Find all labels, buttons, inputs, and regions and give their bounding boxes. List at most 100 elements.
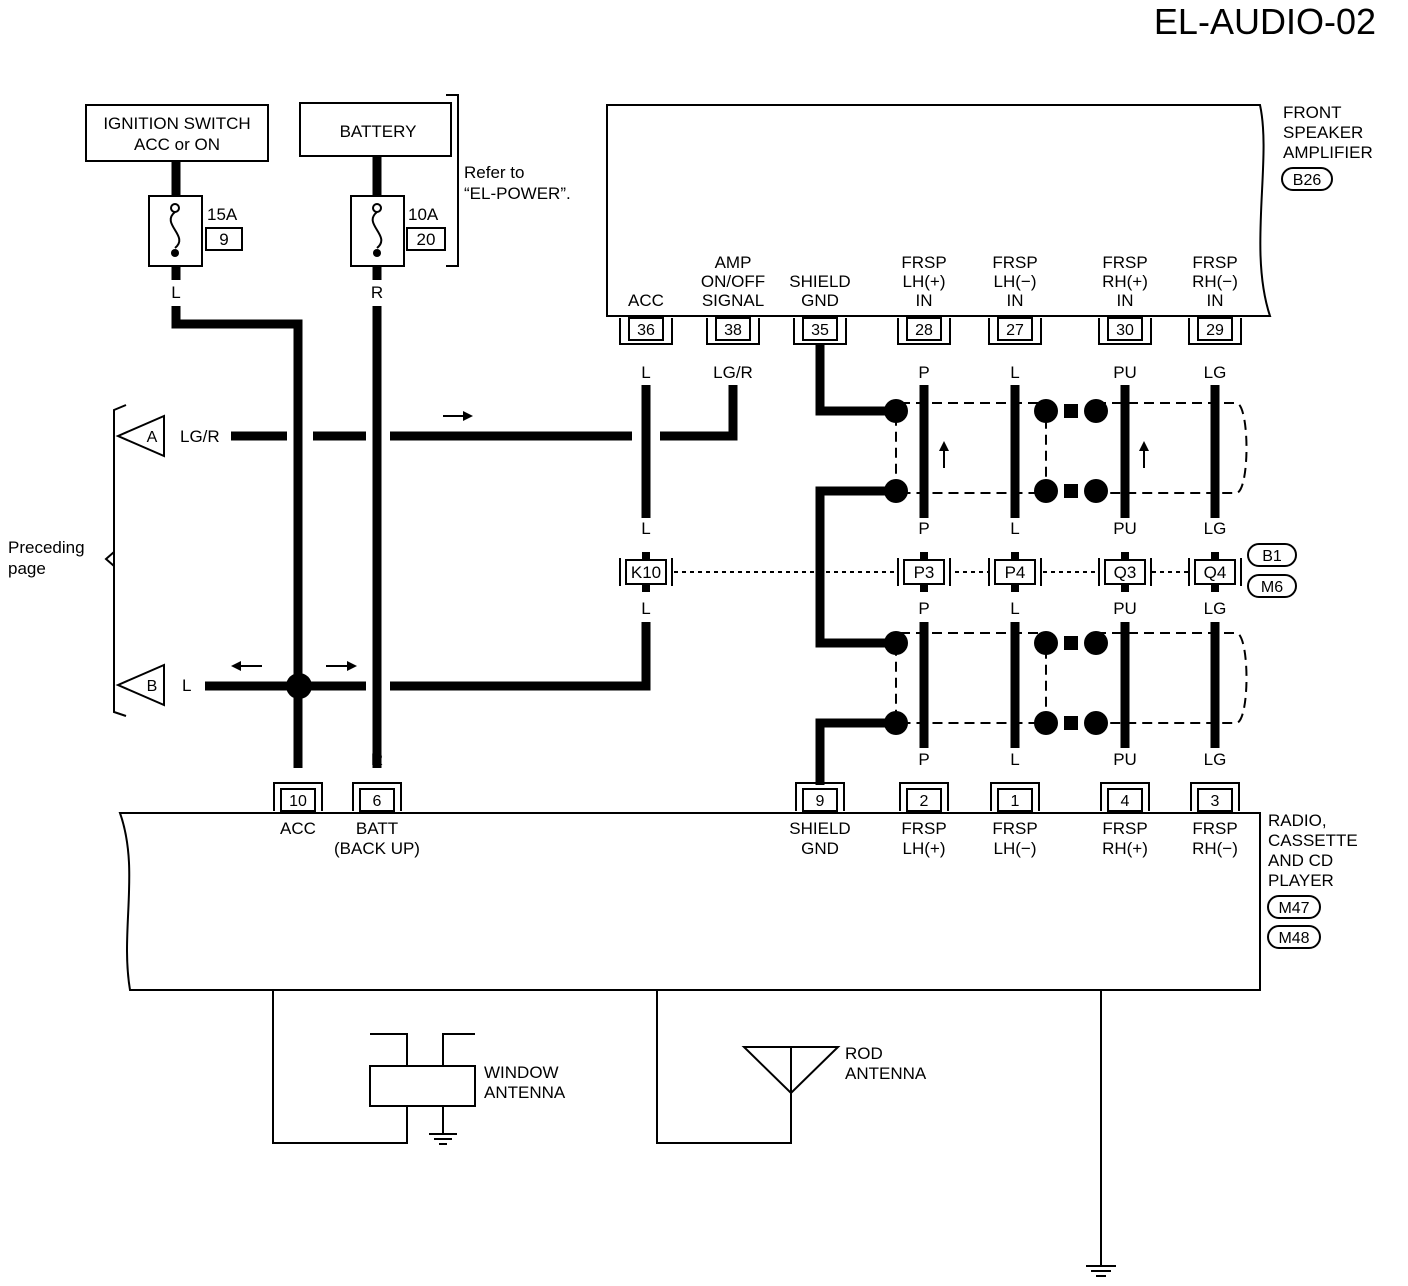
amp-terminal-name: LH(−) — [994, 272, 1037, 291]
shield-upper-lh — [895, 402, 1047, 494]
ignition-switch-mode: ACC or ON — [134, 135, 220, 154]
radio-terminal-name: FRSP — [1192, 819, 1237, 838]
amp-terminal-name: RH(−) — [1192, 272, 1238, 291]
joint-upper-wire-color: PU — [1113, 519, 1137, 538]
radio-terminal-name: BATT — [356, 819, 398, 838]
radio-terminal-name: SHIELD — [789, 819, 850, 838]
fuse-10a-number: 20 — [417, 230, 436, 249]
fuse-15a-number: 9 — [219, 230, 228, 249]
joint-connector-label: Q4 — [1204, 563, 1227, 582]
radio-name-3: AND CD — [1268, 851, 1333, 870]
amp-terminal-name: FRSP — [901, 253, 946, 272]
fuse-15a: 15A 9 — [148, 195, 243, 267]
connector-b-wire: L — [182, 676, 191, 695]
ignition-switch-label: IGNITION SWITCH — [103, 114, 250, 133]
amp-name-3: AMPLIFIER — [1283, 143, 1373, 162]
connector-b-id: B — [147, 678, 158, 695]
shield-lower-lh — [895, 632, 1047, 724]
joint-upper-wire-color: L — [641, 519, 650, 538]
radio-connector-m48: M48 — [1278, 930, 1309, 947]
connector-b-marker — [115, 663, 165, 707]
amp-terminal-name: SIGNAL — [702, 291, 764, 310]
refer-note-line1: Refer to — [464, 163, 524, 182]
radio-terminal-name: RH(−) — [1192, 839, 1238, 858]
amp-terminal-number: 30 — [1116, 322, 1134, 339]
amp-terminal-name: GND — [801, 291, 839, 310]
amp-terminal-wire-color: P — [918, 363, 929, 382]
amp-terminal-number: 36 — [637, 322, 655, 339]
radio-terminal-wire-color: LG — [1204, 750, 1227, 769]
batt-wire-color: R — [371, 283, 383, 302]
fuse-15a-rating: 15A — [207, 205, 238, 224]
ignition-switch: IGNITION SWITCH ACC or ON — [85, 104, 269, 162]
amp-terminal-name: IN — [1117, 291, 1134, 310]
joint-connector-label: Q3 — [1114, 563, 1137, 582]
amp-terminal-name: FRSP — [1102, 253, 1147, 272]
ign-wire-color: L — [171, 283, 180, 302]
rod-antenna: ROD ANTENNA — [656, 990, 927, 1144]
radio-ground — [1086, 990, 1116, 1277]
amp-terminal-wire-color: L — [1010, 363, 1019, 382]
amp-terminals: 36ACCL38AMPON/OFFSIGNALLG/R35SHIELDGND28… — [619, 253, 1242, 382]
joint-connector-label: P4 — [1005, 563, 1026, 582]
amp-terminal-name: ACC — [628, 291, 664, 310]
radio-terminal-name: FRSP — [901, 819, 946, 838]
radio-terminal-wire-color: P — [918, 750, 929, 769]
radio-terminal-number: 6 — [373, 793, 382, 810]
amp-terminal-number: 29 — [1206, 322, 1224, 339]
radio-terminal-name: LH(+) — [903, 839, 946, 858]
radio-terminal-name: (BACK UP) — [334, 839, 420, 858]
joint-lower-wire-color: PU — [1113, 599, 1137, 618]
joint-connector-label: K10 — [631, 563, 661, 582]
battery: BATTERY — [299, 102, 452, 157]
joint-lower-wire-color: L — [1010, 599, 1019, 618]
joint-lower-wire-color: LG — [1204, 599, 1227, 618]
amp-terminal-name: FRSP — [1192, 253, 1237, 272]
amp-terminal-name: IN — [1007, 291, 1024, 310]
shield-upper-rh — [1096, 402, 1248, 494]
radio-name-2: CASSETTE — [1268, 831, 1358, 850]
joint-connector-m6: M6 — [1261, 579, 1283, 596]
amp-terminal-wire-color: PU — [1113, 363, 1137, 382]
radio-terminal-wire-color: PU — [1113, 750, 1137, 769]
fuse-10a: 10A 20 — [350, 195, 446, 267]
amp-terminal-number: 28 — [915, 322, 933, 339]
amp-terminal-name: ON/OFF — [701, 272, 765, 291]
radio-terminal-wire-color: L — [1010, 750, 1019, 769]
shield-lower-rh — [1096, 632, 1248, 724]
amp-terminal-wire-color: LG/R — [713, 363, 753, 382]
preceding-page-line2: page — [8, 559, 46, 578]
radio-name-1: RADIO, — [1268, 811, 1327, 830]
amp-terminal-name: FRSP — [992, 253, 1037, 272]
window-antenna-line2: ANTENNA — [484, 1083, 566, 1102]
battery-label: BATTERY — [340, 122, 417, 141]
amp-terminal-number: 27 — [1006, 322, 1024, 339]
preceding-page-line1: Preceding — [8, 538, 85, 557]
amp-terminal-name: IN — [916, 291, 933, 310]
radio-cassette-cd-player: RADIO, CASSETTE AND CD PLAYER M47 M48 — [118, 811, 1358, 991]
radio-terminal-number: 2 — [920, 793, 929, 810]
radio-terminal-number: 1 — [1011, 793, 1020, 810]
refer-note-line2: “EL-POWER”. — [464, 184, 571, 203]
connector-a-marker — [115, 414, 165, 458]
window-antenna: WINDOW ANTENNA — [272, 990, 566, 1145]
amp-connector-id: B26 — [1293, 172, 1322, 189]
amp-terminal-number: 35 — [811, 322, 829, 339]
